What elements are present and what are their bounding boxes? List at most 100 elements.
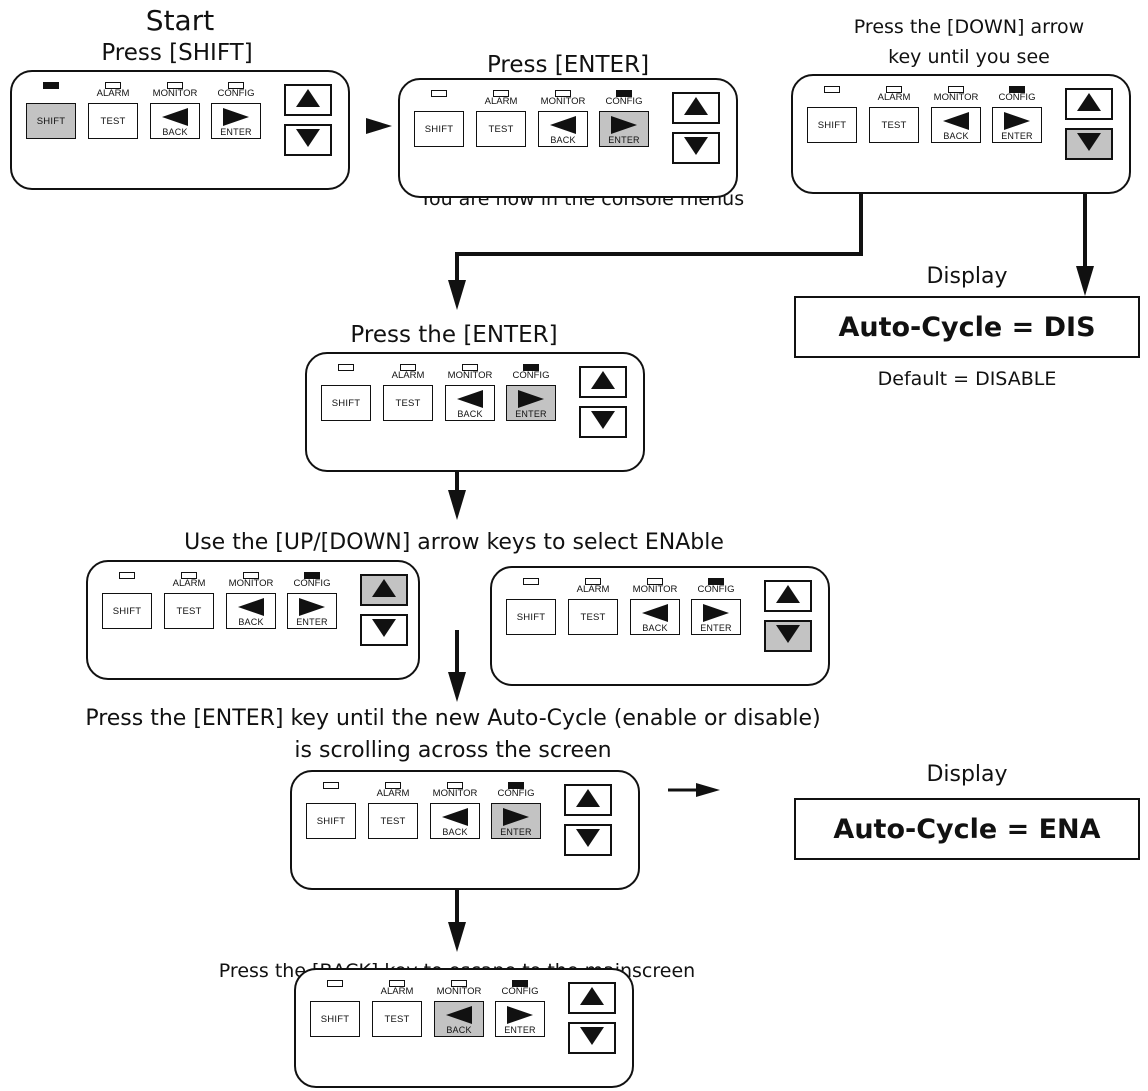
shift-led bbox=[338, 364, 354, 371]
shift-key[interactable]: SHIFT bbox=[321, 385, 371, 421]
up-arrow-key[interactable] bbox=[360, 574, 408, 606]
test-key[interactable]: TEST bbox=[88, 103, 138, 139]
up-arrow-key[interactable] bbox=[564, 784, 612, 816]
alarm-label: ALARM bbox=[96, 88, 130, 99]
back-key[interactable]: BACK bbox=[538, 111, 588, 147]
down-arrow-key[interactable] bbox=[672, 132, 720, 164]
alarm-led bbox=[181, 572, 197, 579]
shift-led bbox=[523, 578, 539, 585]
test-key[interactable]: TEST bbox=[164, 593, 214, 629]
keypad-panel-step5-down: ALARM MONITOR CONFIG SHIFT TEST BACK ENT… bbox=[490, 566, 830, 686]
arrowhead-p7-label bbox=[448, 672, 466, 702]
enter-label: ENTER bbox=[1001, 131, 1033, 141]
config-led bbox=[523, 364, 539, 371]
down-arrow-key[interactable] bbox=[579, 406, 627, 438]
config-label: CONFIG bbox=[293, 578, 331, 589]
arrowhead-p4 bbox=[448, 280, 466, 310]
monitor-label: MONITOR bbox=[447, 370, 493, 381]
down-arrow-icon bbox=[776, 625, 800, 647]
alarm-label: ALARM bbox=[380, 986, 414, 997]
enter-key[interactable]: ENTER bbox=[992, 107, 1042, 143]
back-key[interactable]: BACK bbox=[445, 385, 495, 421]
down-arrow-key[interactable] bbox=[360, 614, 408, 646]
display-label-dis: Display bbox=[926, 264, 1008, 289]
enter-label: ENTER bbox=[608, 135, 640, 145]
shift-led bbox=[43, 82, 59, 89]
test-key[interactable]: TEST bbox=[383, 385, 433, 421]
enter-key[interactable]: ENTER bbox=[691, 599, 741, 635]
config-label: CONFIG bbox=[512, 370, 550, 381]
display-auto-cycle-ena: Auto-Cycle = ENA bbox=[794, 798, 1140, 860]
shift-key[interactable]: SHIFT bbox=[26, 103, 76, 139]
monitor-label: MONITOR bbox=[933, 92, 979, 103]
monitor-led bbox=[451, 980, 467, 987]
up-arrow-key[interactable] bbox=[579, 366, 627, 398]
enter-key[interactable]: ENTER bbox=[491, 803, 541, 839]
config-led bbox=[228, 82, 244, 89]
up-arrow-key[interactable] bbox=[284, 84, 332, 116]
up-arrow-key[interactable] bbox=[568, 982, 616, 1014]
enter-key[interactable]: ENTER bbox=[599, 111, 649, 147]
test-key[interactable]: TEST bbox=[368, 803, 418, 839]
test-key[interactable]: TEST bbox=[869, 107, 919, 143]
up-arrow-icon bbox=[591, 371, 615, 393]
back-label: BACK bbox=[943, 131, 969, 141]
up-arrow-icon bbox=[576, 789, 600, 811]
config-label: CONFIG bbox=[605, 96, 643, 107]
up-arrow-icon bbox=[372, 579, 396, 601]
back-key[interactable]: BACK bbox=[430, 803, 480, 839]
down-arrow-key[interactable] bbox=[284, 124, 332, 156]
monitor-led bbox=[167, 82, 183, 89]
shift-led bbox=[119, 572, 135, 579]
back-label: BACK bbox=[642, 623, 668, 633]
config-led bbox=[304, 572, 320, 579]
shift-key[interactable]: SHIFT bbox=[102, 593, 152, 629]
enter-label: ENTER bbox=[296, 617, 328, 627]
monitor-label: MONITOR bbox=[436, 986, 482, 997]
shift-key[interactable]: SHIFT bbox=[310, 1001, 360, 1037]
shift-key[interactable]: SHIFT bbox=[306, 803, 356, 839]
up-arrow-key[interactable] bbox=[764, 580, 812, 612]
back-key[interactable]: BACK bbox=[226, 593, 276, 629]
down-arrow-key[interactable] bbox=[564, 824, 612, 856]
enter-key[interactable]: ENTER bbox=[211, 103, 261, 139]
down-arrow-key[interactable] bbox=[764, 620, 812, 652]
back-key[interactable]: BACK bbox=[150, 103, 200, 139]
back-key[interactable]: BACK bbox=[630, 599, 680, 635]
keypad-panel-step4: ALARM MONITOR CONFIG SHIFT TEST BACK ENT… bbox=[305, 352, 645, 472]
up-arrow-key[interactable] bbox=[672, 92, 720, 124]
alarm-led bbox=[389, 980, 405, 987]
test-key[interactable]: TEST bbox=[568, 599, 618, 635]
keypad-panel-step6: ALARM MONITOR CONFIG SHIFT TEST BACK ENT… bbox=[290, 770, 640, 890]
enter-key[interactable]: ENTER bbox=[495, 1001, 545, 1037]
arrow-p1-to-p2 bbox=[366, 118, 392, 134]
step3-label-line2: key until you see bbox=[888, 46, 1050, 68]
back-label: BACK bbox=[442, 827, 468, 837]
shift-key[interactable]: SHIFT bbox=[506, 599, 556, 635]
step5-label: Use the [UP/[DOWN] arrow keys to select … bbox=[184, 530, 724, 555]
back-label: BACK bbox=[162, 127, 188, 137]
config-label: CONFIG bbox=[217, 88, 255, 99]
config-led bbox=[708, 578, 724, 585]
test-key[interactable]: TEST bbox=[372, 1001, 422, 1037]
keypad-panel-step3: ALARM MONITOR CONFIG SHIFT TEST BACK ENT… bbox=[791, 74, 1131, 194]
test-key[interactable]: TEST bbox=[476, 111, 526, 147]
arrowhead-p8-label bbox=[448, 922, 466, 952]
config-led bbox=[616, 90, 632, 97]
shift-key[interactable]: SHIFT bbox=[807, 107, 857, 143]
step6-label-line2: is scrolling across the screen bbox=[294, 738, 612, 763]
step1-label: Press [SHIFT] bbox=[101, 40, 253, 66]
back-key[interactable]: BACK bbox=[931, 107, 981, 143]
enter-key[interactable]: ENTER bbox=[287, 593, 337, 629]
back-key[interactable]: BACK bbox=[434, 1001, 484, 1037]
config-led bbox=[1009, 86, 1025, 93]
monitor-led bbox=[555, 90, 571, 97]
up-arrow-key[interactable] bbox=[1065, 88, 1113, 120]
alarm-label: ALARM bbox=[484, 96, 518, 107]
enter-key[interactable]: ENTER bbox=[506, 385, 556, 421]
arrowhead-display-ena bbox=[696, 783, 720, 797]
config-led bbox=[512, 980, 528, 987]
down-arrow-key[interactable] bbox=[568, 1022, 616, 1054]
down-arrow-key[interactable] bbox=[1065, 128, 1113, 160]
shift-key[interactable]: SHIFT bbox=[414, 111, 464, 147]
